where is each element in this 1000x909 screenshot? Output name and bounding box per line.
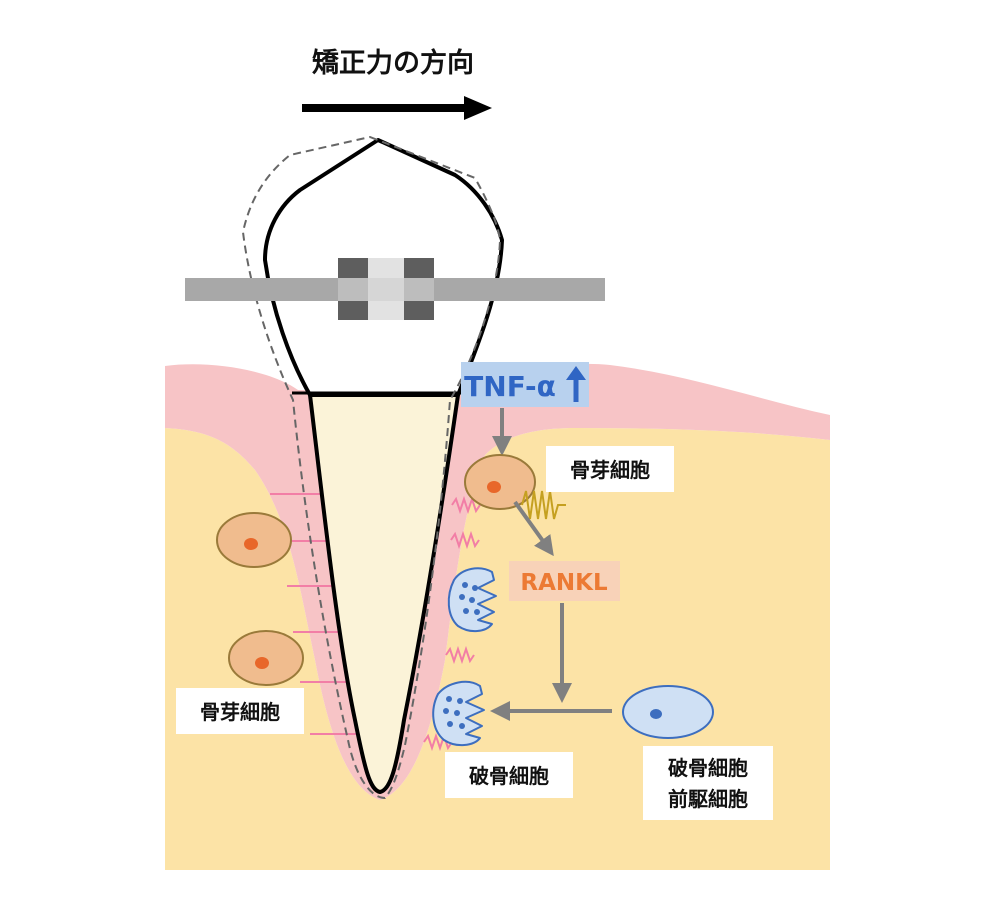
- osteoclast-precursor: [622, 685, 714, 739]
- bracket: [338, 258, 434, 320]
- periodontal-fibers-right: [423, 495, 481, 752]
- osteoblast-left-lower: [228, 630, 304, 686]
- receptor-coil-icon: [521, 490, 566, 520]
- osteoclast-lower: [432, 680, 485, 746]
- force-direction-title: 矯正力の方向: [312, 47, 474, 79]
- rankl-label: RANKL: [520, 570, 608, 596]
- osteoclast-upper: [447, 567, 497, 632]
- osteoblast-right: [464, 454, 536, 510]
- tnf-alpha-label: TNF-α: [464, 370, 556, 403]
- osteoblast-right-label: 骨芽細胞: [570, 458, 650, 482]
- precursor-label-line2: 前駆細胞: [668, 787, 748, 811]
- arrow-osteoblast-to-rankl: [513, 500, 554, 557]
- rankl-box: [509, 561, 620, 601]
- up-arrow-icon: [566, 366, 586, 402]
- label-box-osteoblast-right: [546, 446, 674, 492]
- osteoclast-label: 破骨細胞: [469, 764, 549, 788]
- right-arrow-icon: [302, 96, 492, 120]
- tooth-root: [308, 393, 460, 794]
- osteoblast-left-label: 骨芽細胞: [200, 700, 280, 724]
- label-box-precursor: [643, 746, 773, 820]
- label-box-osteoblast-left: [176, 688, 304, 734]
- original-tooth-outline: [241, 135, 502, 800]
- tnf-alpha-box: TNF-α: [461, 362, 589, 407]
- label-box-osteoclast: [445, 752, 573, 798]
- osteoblast-left-upper: [216, 512, 292, 568]
- precursor-label-line1: 破骨細胞: [668, 756, 748, 780]
